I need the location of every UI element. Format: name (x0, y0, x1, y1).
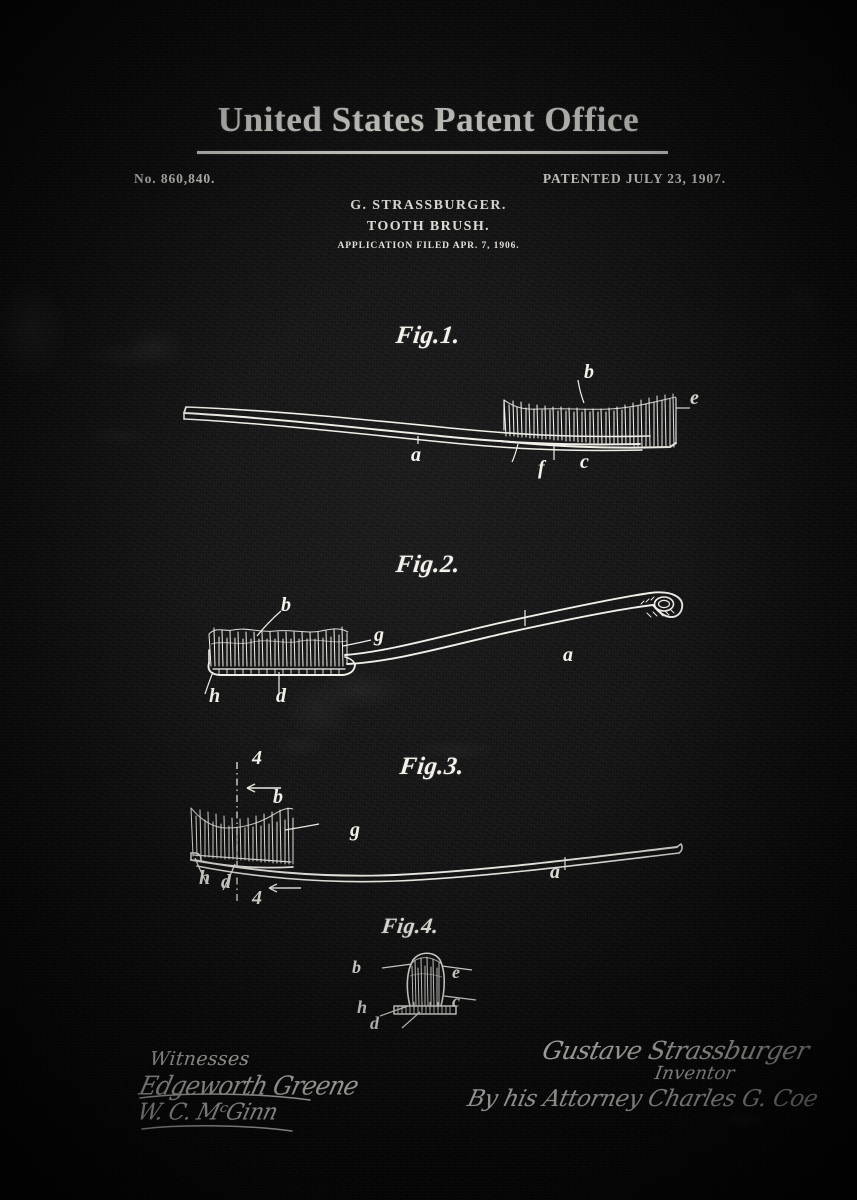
fig4-ref-b: b (352, 957, 361, 977)
page-title: United States Patent Office (217, 100, 640, 139)
fig3-section-label-top: 4 (252, 747, 262, 769)
title-divider (197, 151, 668, 154)
witness-signature-underline-1 (138, 1090, 318, 1104)
attorney-signature-line: By his Attorney Charles G. Coe (464, 1086, 821, 1112)
fig2-ref-b: b (281, 594, 291, 616)
fig1-ref-e: e (690, 387, 699, 409)
fig4-ref-h: h (357, 997, 368, 1017)
fig3-ref-h: h (199, 867, 211, 889)
fig4-drawing (379, 950, 510, 1029)
patent-date: PATENTED JULY 23, 1907. (542, 171, 726, 186)
fig3-ref-g: g (350, 819, 360, 841)
fig4-caption: Fig.4. (380, 913, 441, 938)
witnesses-label: Witnesses (148, 1048, 251, 1070)
inventor-header: G. STRASSBURGER. (350, 198, 507, 213)
fig3-ref-a: a (550, 861, 560, 883)
subject-title: TOOTH BRUSH. (366, 219, 491, 234)
fig1-ref-b: b (584, 361, 594, 383)
fig3-drawing (185, 752, 705, 912)
fig4-ref-e: e (452, 962, 460, 982)
application-filed-line: APPLICATION FILED APR. 7, 1906. (337, 241, 520, 251)
patent-meta-row: No. 860,840. PATENTED JULY 23, 1907. (134, 171, 726, 187)
fig4-ref-c: c (452, 991, 460, 1011)
fig1-ref-f: f (538, 457, 545, 479)
fig1-caption: Fig.1. (394, 322, 462, 349)
patent-number: No. 860,840. (134, 171, 216, 186)
fig3-ref-d: d (221, 871, 231, 893)
fig2-ref-a: a (563, 644, 573, 666)
fig3-section-label-bottom: 4 (252, 887, 262, 909)
fig2-drawing (195, 580, 695, 695)
inventor-role-label: Inventor (653, 1063, 737, 1084)
fig1-ref-c: c (580, 451, 589, 473)
inventor-signature: Gustave Strassburger (539, 1036, 812, 1065)
fig4-ref-d: d (370, 1013, 379, 1033)
witness-signature-underline-2 (140, 1122, 300, 1136)
fig2-ref-g: g (374, 624, 384, 646)
fig2-ref-h: h (209, 685, 221, 707)
fig3-ref-b: b (273, 786, 283, 808)
fig2-caption: Fig.2. (394, 551, 462, 578)
fig1-drawing (170, 360, 710, 480)
fig1-ref-a: a (411, 444, 421, 466)
fig2-ref-d: d (276, 685, 286, 707)
